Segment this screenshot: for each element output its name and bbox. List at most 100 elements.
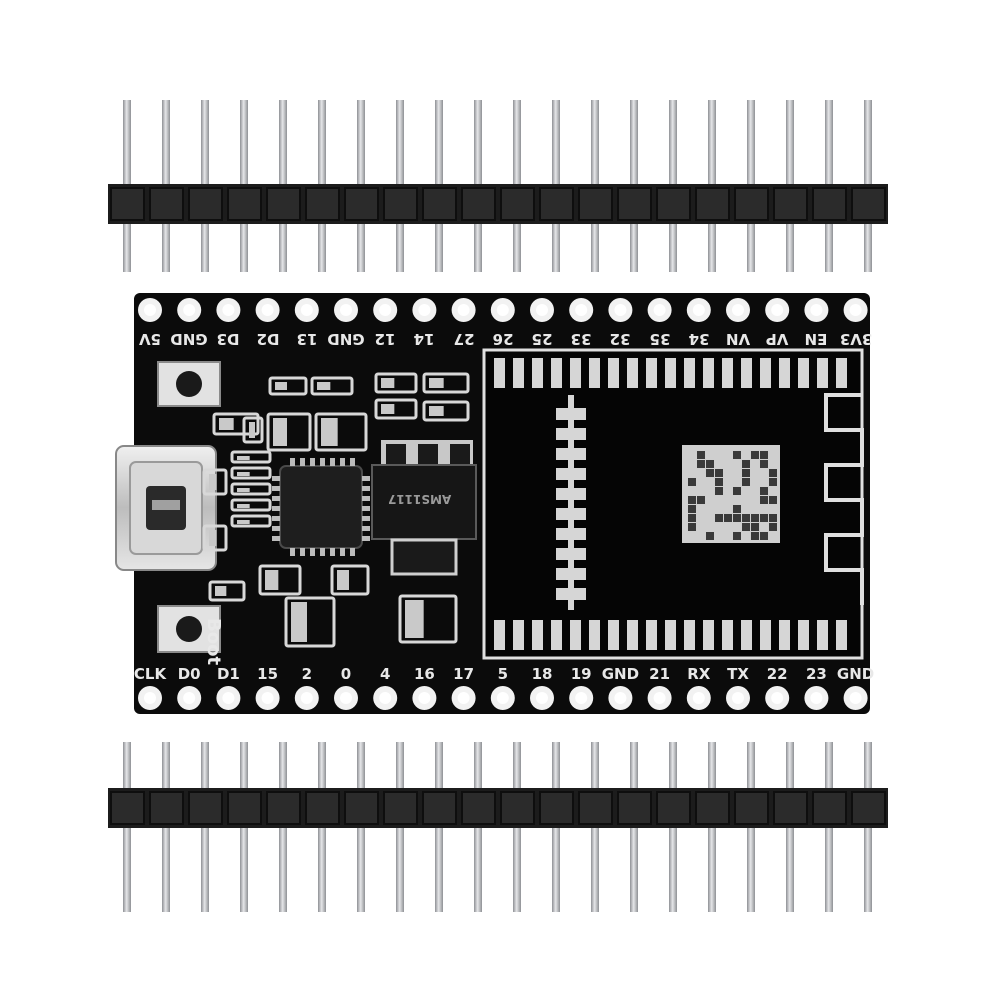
module-trace (568, 395, 574, 610)
pin-label: 35 (649, 330, 671, 348)
pin-label: GND (836, 665, 875, 683)
module-chip (682, 445, 780, 543)
header-segment (578, 791, 613, 825)
chip-pin (272, 496, 280, 501)
qr-cell (688, 505, 696, 513)
header-segment (578, 187, 613, 221)
chip-pin (272, 476, 280, 481)
module-pad (817, 620, 828, 650)
qr-cell (688, 523, 696, 531)
pin-hole-center (536, 692, 548, 704)
header-segment (695, 187, 730, 221)
smd-part (321, 418, 338, 446)
module-pad (703, 620, 714, 650)
qr-cell (760, 532, 768, 540)
module-pad (722, 620, 733, 650)
module-pad (665, 620, 676, 650)
module-pad (513, 620, 524, 650)
qr-cell (742, 523, 750, 531)
pin-label: 12 (374, 330, 396, 348)
chip-pin (362, 536, 370, 541)
smd-pad (398, 594, 458, 644)
smd-part (273, 418, 287, 446)
pin-hole-center (418, 304, 431, 316)
module-pad (532, 620, 543, 650)
pin-label: 13 (296, 330, 318, 348)
smd-part (429, 378, 444, 388)
qr-cell (706, 532, 714, 540)
chip-pin (350, 458, 355, 466)
smd-part (381, 378, 395, 388)
qr-cell (751, 514, 759, 522)
qr-cell (760, 496, 768, 504)
en-button[interactable] (157, 361, 221, 407)
smd-part (291, 602, 307, 642)
smd-pad (202, 524, 228, 552)
header-segment (656, 187, 691, 221)
chip-pin (340, 548, 345, 556)
smd-part (209, 474, 217, 490)
header-segment (500, 791, 535, 825)
pin-label: 21 (649, 665, 671, 683)
qr-cell (706, 469, 714, 477)
qr-cell (760, 460, 768, 468)
module-pad (589, 620, 600, 650)
pin-label: 27 (453, 330, 475, 348)
header-segment (344, 187, 379, 221)
chip-pin (362, 506, 370, 511)
qr-cell (769, 496, 777, 504)
pin-label: 2 (301, 665, 313, 683)
smd-components (202, 372, 470, 648)
chip-pin (272, 536, 280, 541)
pin-hole-center (692, 304, 705, 316)
pin-header-strip-bottom (108, 742, 888, 912)
qr-cell (751, 523, 759, 531)
module-pad-column (556, 395, 586, 610)
header-segment (461, 187, 496, 221)
pin-hole-center (849, 692, 862, 704)
pin-label: 5V (138, 330, 162, 348)
smd-pad (268, 376, 308, 396)
module-pad (494, 620, 505, 650)
boot-button[interactable] (157, 605, 221, 653)
esp32-dev-board (115, 293, 870, 714)
pin-label: EN (804, 330, 828, 348)
pin-label: 0 (340, 665, 352, 683)
header-segment (344, 791, 379, 825)
header-segment (773, 187, 808, 221)
header-segment (266, 187, 301, 221)
module-pad (665, 358, 676, 388)
pin-label: VN (725, 330, 751, 348)
module-pad (779, 358, 790, 388)
pin-holes-bottom (138, 686, 868, 710)
antenna-trace (824, 393, 864, 605)
pin-hole-center (732, 692, 744, 704)
module-pad (570, 358, 581, 388)
pin-hole-center (222, 692, 235, 704)
pin-label: 16 (413, 665, 435, 683)
module-pad (836, 358, 847, 388)
header-segment (617, 791, 652, 825)
header-segment (656, 791, 691, 825)
chip-pin (290, 548, 295, 556)
chip-pin (272, 506, 280, 511)
pin-label: D3 (216, 330, 240, 348)
module-pad (513, 358, 524, 388)
chip-pin (290, 458, 295, 466)
chip-pin (362, 486, 370, 491)
header-segment (149, 791, 184, 825)
header-segment (851, 187, 886, 221)
pin-label: RX (687, 665, 711, 683)
module-pad (703, 358, 714, 388)
voltage-regulator (371, 440, 477, 576)
chip-pin (272, 516, 280, 521)
chip-pin (362, 516, 370, 521)
header-segment (539, 187, 574, 221)
module-pad (627, 620, 638, 650)
pin-label: VP (765, 330, 789, 348)
header-segment (734, 187, 769, 221)
module-pad (570, 620, 581, 650)
smd-part (317, 382, 331, 390)
pin-hole-center (457, 304, 470, 316)
pin-hole-center (300, 692, 313, 704)
